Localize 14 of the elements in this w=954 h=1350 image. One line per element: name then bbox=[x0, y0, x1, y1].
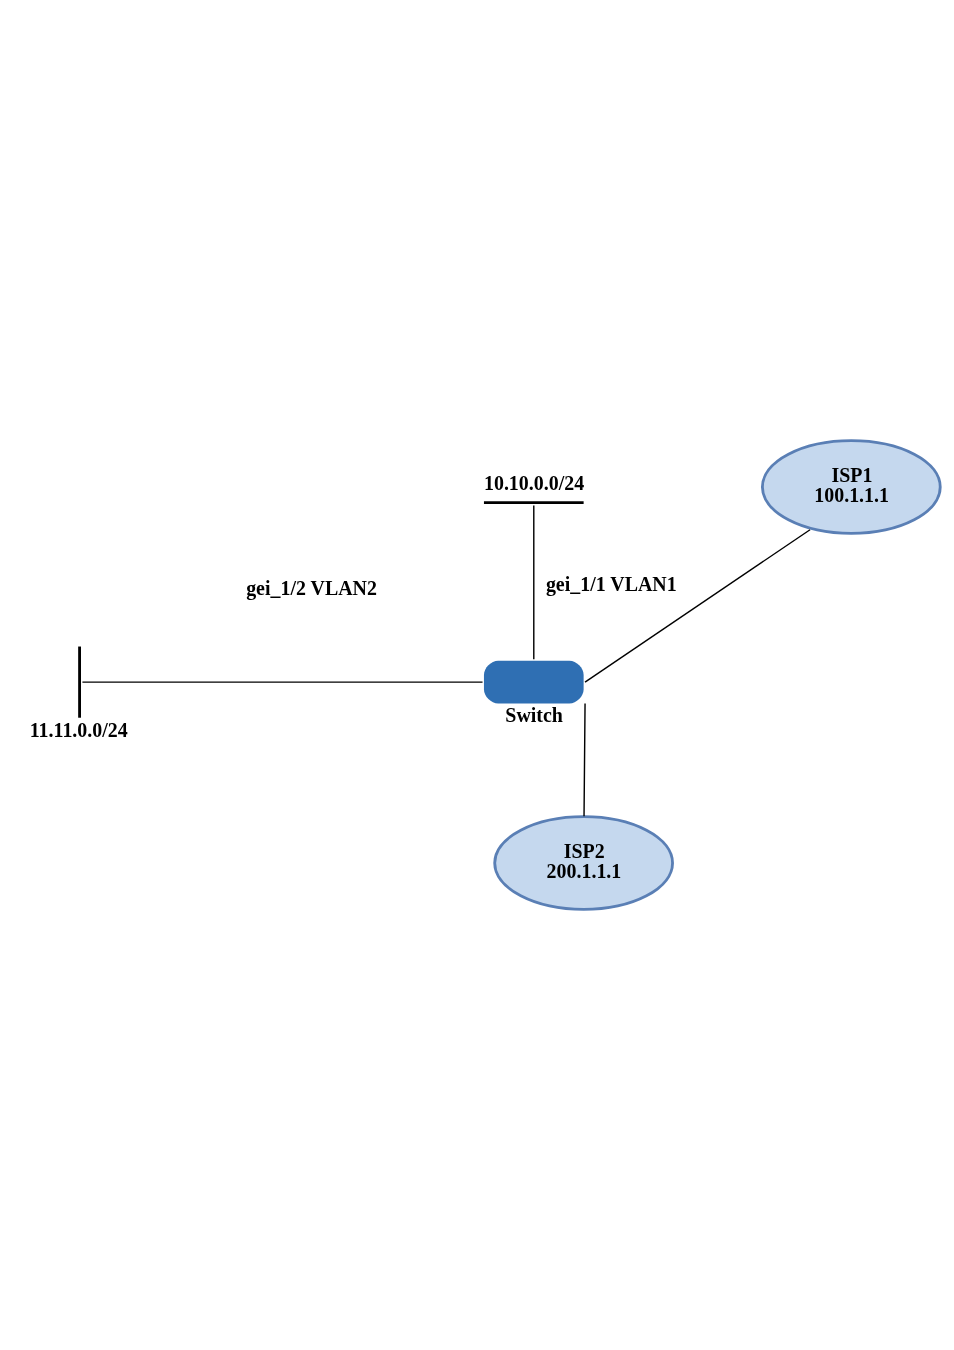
connector bbox=[584, 529, 811, 683]
node-label: 10.10.0.0/24 bbox=[483, 472, 585, 495]
edge-label: gei_1/2 VLAN2 bbox=[246, 576, 377, 599]
node-ellipse: ISP1 100.1.1.1 bbox=[760, 439, 942, 535]
connector bbox=[81, 681, 484, 683]
edge-label: gei_1/1 VLAN1 bbox=[545, 573, 677, 596]
node-label: Switch bbox=[505, 704, 563, 727]
connector bbox=[533, 504, 535, 661]
connector bbox=[583, 702, 586, 817]
node-bar bbox=[483, 501, 584, 505]
node-bar bbox=[78, 646, 81, 718]
node-box bbox=[483, 660, 584, 704]
node-ellipse: ISP2 200.1.1.1 bbox=[493, 815, 674, 911]
node-label: 11.11.0.0/24 bbox=[29, 718, 128, 741]
